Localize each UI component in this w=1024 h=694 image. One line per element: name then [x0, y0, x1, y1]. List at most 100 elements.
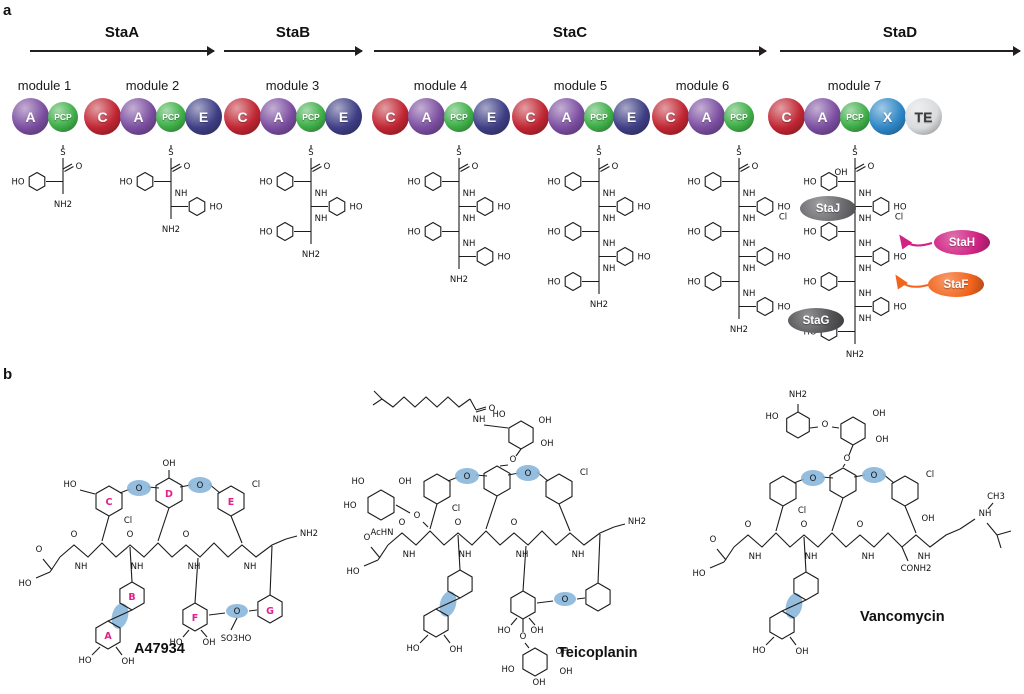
svg-text:NH2: NH2: [450, 275, 468, 285]
svg-text:NH: NH: [188, 562, 201, 572]
svg-text:NH2: NH2: [628, 517, 646, 527]
svg-text:OH: OH: [795, 647, 808, 657]
svg-text:S: S: [596, 148, 601, 158]
svg-text:HO: HO: [777, 203, 790, 213]
svg-text:HO: HO: [777, 253, 790, 263]
svg-text:NH: NH: [743, 189, 756, 199]
svg-text:E: E: [228, 497, 235, 508]
svg-text:HO: HO: [497, 253, 510, 263]
protein-name: StaA: [104, 24, 140, 41]
svg-text:Cl: Cl: [124, 516, 132, 526]
svg-text:NH: NH: [979, 509, 992, 519]
svg-text:HO: HO: [119, 178, 132, 188]
svg-text:HO: HO: [803, 178, 816, 188]
svg-text:Cl: Cl: [452, 504, 460, 514]
protein-arrow: [224, 46, 363, 56]
svg-text:NH: NH: [175, 189, 188, 199]
svg-text:OH: OH: [202, 638, 215, 648]
svg-text:O: O: [857, 520, 864, 530]
svg-text:HO: HO: [692, 569, 705, 579]
svg-text:F: F: [192, 613, 199, 624]
protein-stab: StaB: [224, 24, 363, 56]
svg-text:HO: HO: [407, 178, 420, 188]
peptide-structure-module-7: SOHONHHOClNHHONHHONHHONHHONHHOOHNH2: [803, 145, 907, 360]
svg-text:OH: OH: [875, 435, 888, 445]
svg-text:HO: HO: [406, 644, 419, 654]
svg-text:NH: NH: [859, 314, 872, 324]
svg-text:NH: NH: [859, 264, 872, 274]
svg-text:O: O: [868, 162, 875, 172]
svg-text:SO3HO: SO3HO: [221, 634, 252, 644]
enzyme-staj: StaJ: [800, 196, 856, 221]
module-label: module 1: [17, 78, 72, 93]
enzyme-arrows: [895, 234, 933, 290]
svg-text:HO: HO: [687, 228, 700, 238]
protein-arrow: [780, 46, 1021, 56]
protein-arrow: [374, 46, 767, 56]
svg-text:S: S: [168, 148, 173, 158]
svg-text:OH: OH: [162, 459, 175, 469]
svg-text:O: O: [76, 162, 83, 172]
svg-text:HO: HO: [893, 253, 906, 263]
svg-text:HO: HO: [209, 203, 222, 213]
svg-text:NH: NH: [743, 264, 756, 274]
svg-text:NH: NH: [603, 264, 616, 274]
domain-e: E: [185, 98, 222, 135]
svg-text:O: O: [324, 162, 331, 172]
svg-text:NH: NH: [463, 214, 476, 224]
domain-pcp: PCP: [584, 101, 614, 132]
svg-text:Cl: Cl: [779, 213, 787, 223]
svg-text:NH2: NH2: [300, 529, 318, 539]
svg-text:HO: HO: [687, 178, 700, 188]
panel-a-label: a: [3, 2, 12, 19]
module-label: module 5: [553, 78, 608, 93]
svg-text:HO: HO: [777, 303, 790, 313]
svg-text:O: O: [510, 455, 517, 465]
domain-pcp: PCP: [724, 101, 754, 132]
domain-a: A: [688, 98, 725, 135]
svg-text:Cl: Cl: [580, 468, 588, 478]
enzyme-stag: StaG: [788, 308, 844, 333]
svg-text:O: O: [489, 404, 496, 414]
compound-name: Teicoplanin: [558, 645, 638, 661]
svg-text:HO: HO: [547, 278, 560, 288]
svg-text:HO: HO: [637, 253, 650, 263]
svg-text:HO: HO: [169, 638, 182, 648]
svg-text:NH: NH: [315, 189, 328, 199]
domain-pcp: PCP: [840, 101, 870, 132]
svg-text:OH: OH: [449, 645, 462, 655]
svg-text:OH: OH: [559, 667, 572, 677]
domain-pcp: PCP: [48, 101, 78, 132]
svg-text:NH: NH: [859, 189, 872, 199]
svg-text:HO: HO: [637, 203, 650, 213]
svg-text:HO: HO: [18, 579, 31, 589]
svg-text:O: O: [752, 162, 759, 172]
svg-text:NH: NH: [743, 239, 756, 249]
svg-text:S: S: [308, 148, 313, 158]
svg-text:NH: NH: [859, 289, 872, 299]
svg-text:NH: NH: [473, 415, 486, 425]
svg-text:O: O: [127, 530, 134, 540]
svg-text:NH: NH: [805, 552, 818, 562]
svg-text:NH2: NH2: [590, 300, 608, 310]
svg-text:NH: NH: [403, 550, 416, 560]
svg-text:HO: HO: [343, 501, 356, 511]
svg-text:NH: NH: [862, 552, 875, 562]
domain-pcp: PCP: [296, 101, 326, 132]
svg-text:O: O: [810, 474, 817, 484]
module-label: module 2: [125, 78, 180, 93]
svg-text:NH2: NH2: [162, 225, 180, 235]
svg-text:HO: HO: [349, 203, 362, 213]
svg-text:O: O: [183, 530, 190, 540]
domain-c: C: [768, 98, 805, 135]
svg-text:OH: OH: [398, 477, 411, 487]
